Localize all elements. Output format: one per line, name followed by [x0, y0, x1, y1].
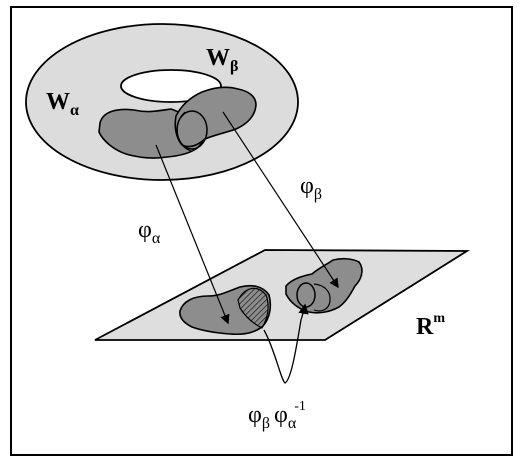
label-phi-beta: φβ — [300, 173, 322, 203]
arrow-phi-alpha — [155, 144, 230, 325]
hatched-overlap-alpha-image — [237, 287, 269, 329]
label-w-beta: Wβ — [206, 45, 238, 75]
image-region-beta-on-plane — [285, 257, 363, 314]
label-phi-alpha: φα — [138, 217, 161, 247]
overlap-inner-curve-torus — [176, 111, 192, 152]
arrow-phi-beta — [222, 111, 339, 289]
transition-map-arrow — [263, 303, 309, 384]
torus-hole — [120, 69, 222, 103]
overlap-side-beta-image — [313, 283, 331, 312]
label-w-alpha: Wα — [46, 89, 79, 119]
label-rm: Rm — [416, 311, 445, 340]
